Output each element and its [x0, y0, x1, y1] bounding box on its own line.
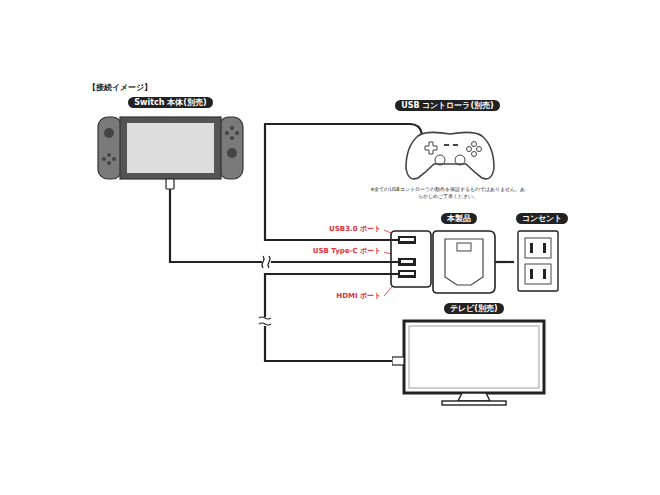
device-heading: 本製品: [441, 213, 477, 224]
device-node: コンセント: [514, 213, 570, 293]
device-node: テレビ(別売): [392, 303, 556, 411]
cable-break: [258, 317, 272, 326]
device-heading: USB コントローラ(別売): [395, 100, 499, 111]
port-label: USB Type-C ポート: [312, 247, 382, 256]
outlet-illustration: [514, 213, 562, 293]
device-node: Switch 本体(別売): [88, 97, 253, 192]
device-heading: テレビ(別売): [444, 303, 503, 314]
cable-connector: [265, 274, 392, 361]
device-node: USB コントローラ(別売) ※全てのUSBコントローラの動作を保証するものではあ…: [370, 100, 525, 205]
cable-break: [262, 255, 271, 269]
port-label: USB3.0 ポート: [328, 225, 382, 234]
console-illustration: [88, 97, 253, 192]
device-node: 本製品: [385, 213, 510, 295]
port-label: HDMI ポート: [335, 292, 382, 301]
cable-connector: [510, 261, 514, 263]
cable-connector: [265, 124, 385, 240]
device-heading: Switch 本体(別売): [128, 97, 212, 108]
cable-connector: [170, 192, 385, 262]
product-illustration: [385, 213, 510, 295]
device-heading: コンセント: [516, 213, 568, 224]
tv-illustration: [392, 303, 556, 411]
device-note: ※全てのUSBコントローラの動作を保証するものではありません。あらかじめご了承く…: [370, 186, 525, 199]
diagram-title: 【接続イメージ】: [88, 82, 152, 93]
